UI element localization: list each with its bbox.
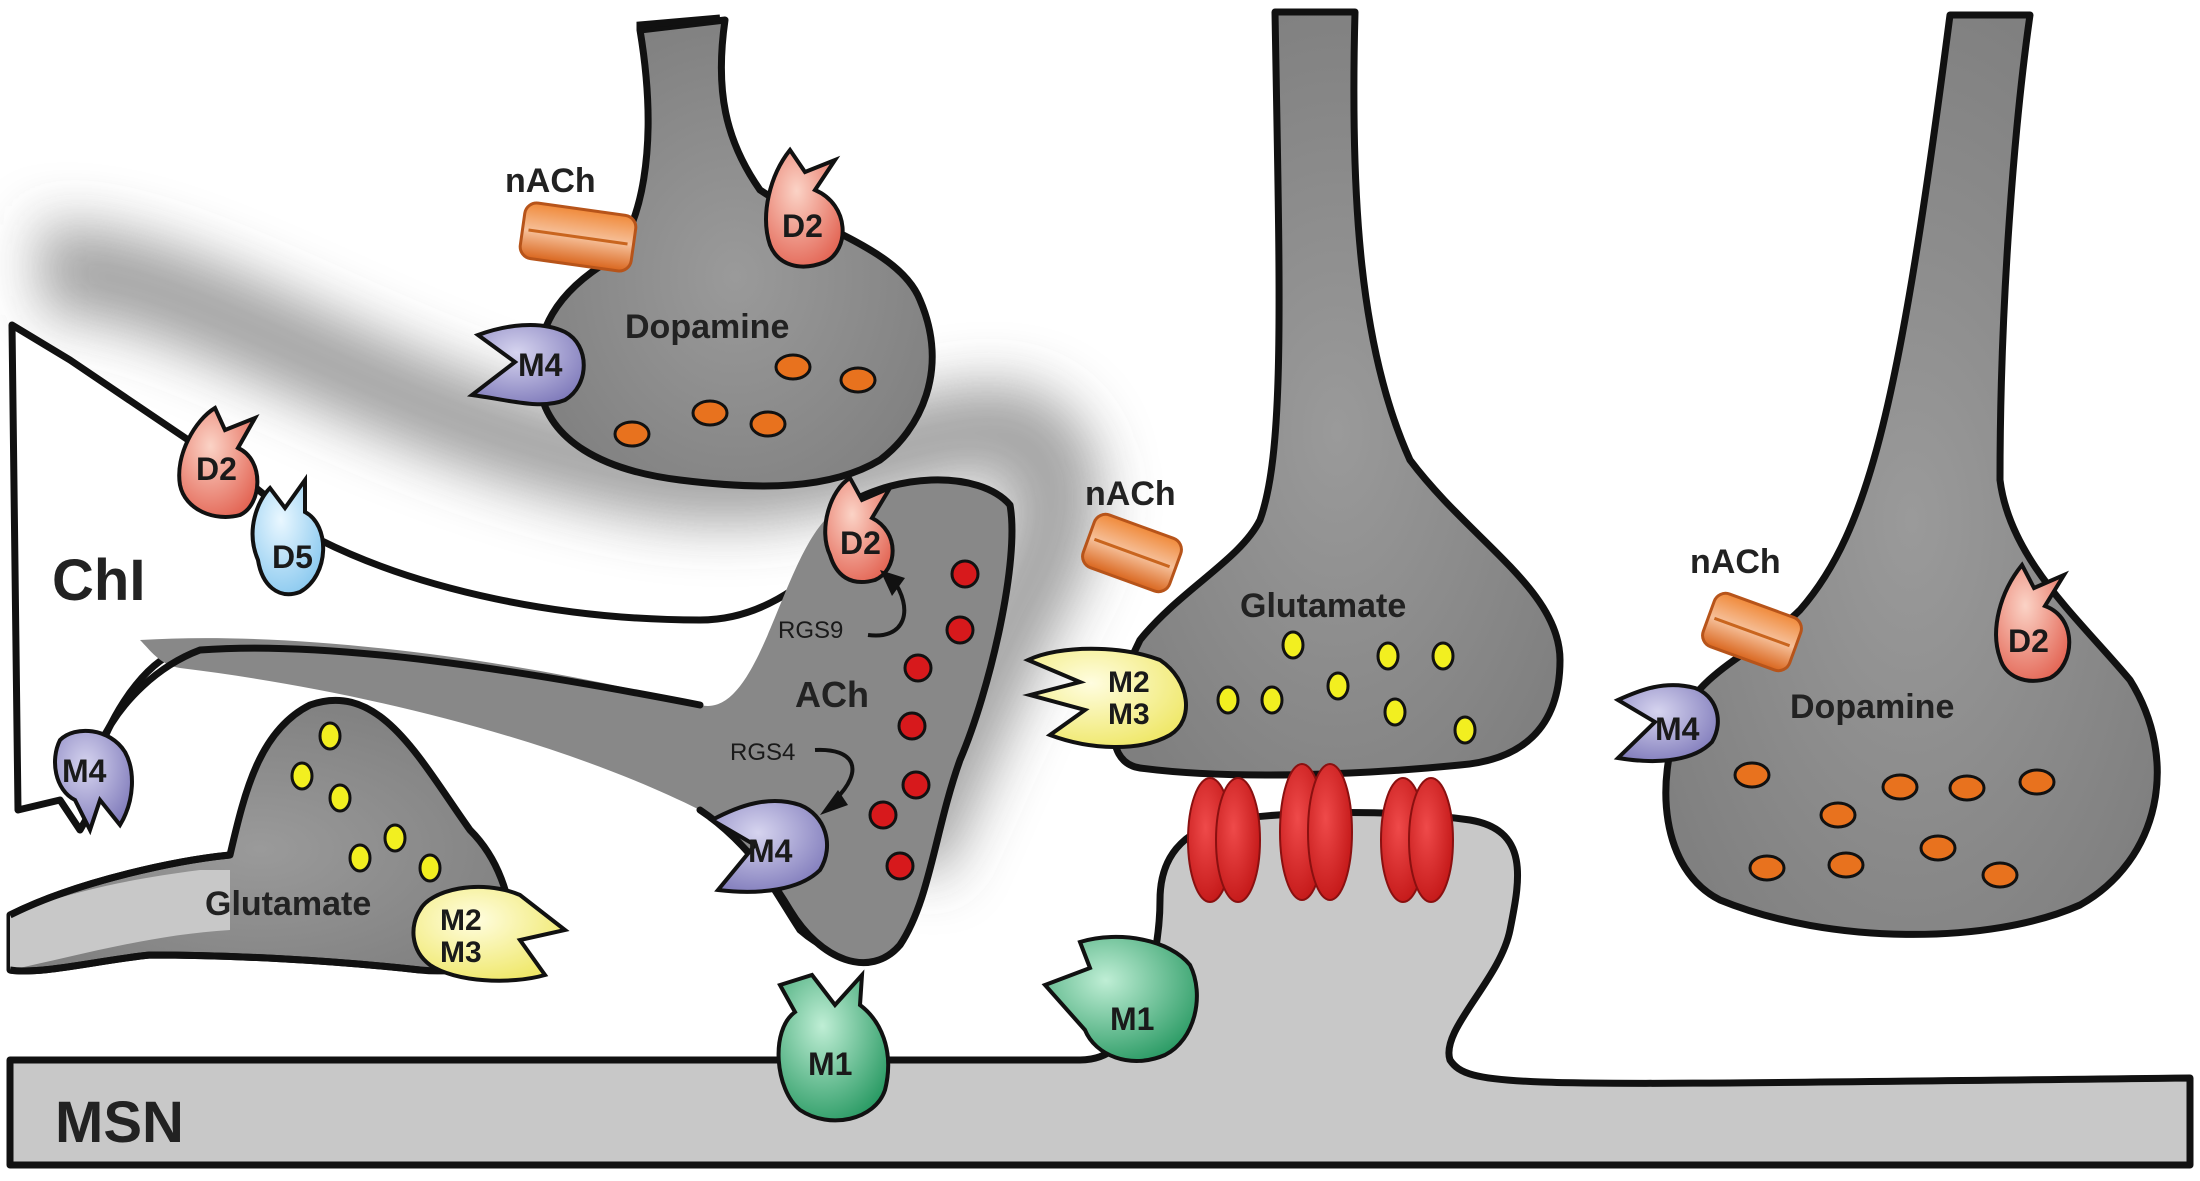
dopamine-vesicles-right (1733, 761, 2056, 889)
glutamate-vesicles-center (1216, 630, 1477, 745)
nach-channel-right (1701, 591, 1803, 673)
m1-receptor-spine: M1 (1041, 935, 1199, 1063)
m4-receptor-top: M4 (466, 322, 586, 407)
m2m3-receptor-left: M2 M3 (411, 884, 570, 983)
m4-top-label: M4 (518, 347, 563, 383)
postsynaptic-receptors (1187, 763, 1454, 903)
rgs4-arrow (814, 747, 855, 815)
chi-label: ChI (52, 548, 145, 613)
m4-chi-label: M4 (62, 753, 107, 789)
d5-receptor-chi: D5 (250, 473, 326, 597)
nach-channel-top (518, 201, 638, 273)
d2-chi-label: D2 (196, 451, 237, 487)
m4-receptor-right: M4 (1613, 683, 1720, 764)
m4-right-label: M4 (1655, 711, 1700, 747)
m2-left-label: M2 (440, 904, 482, 937)
d2-receptor-ach: D2 (823, 475, 895, 584)
m4-receptor-chi: M4 (53, 728, 134, 836)
d2-ach-label: D2 (840, 525, 881, 561)
dopamine-terminal-right (1662, 11, 2161, 938)
postsynaptic-receptor (1380, 777, 1454, 903)
m2-center-label: M2 (1108, 666, 1150, 699)
nach-center-label: nACh (1085, 475, 1176, 513)
glutamate-center-label: Glutamate (1240, 587, 1406, 625)
ach-terminal-outline (96, 476, 1016, 966)
postsynaptic-receptor (1279, 763, 1353, 901)
d2-receptor-top: D2 (764, 146, 845, 269)
ach-label: ACh (795, 674, 869, 715)
nach-channel-center (1081, 512, 1183, 594)
rgs9-label: RGS9 (778, 617, 843, 644)
dopamine-top-label: Dopamine (625, 308, 789, 346)
m4-ach-label: M4 (748, 833, 793, 869)
m1-spine-label: M1 (1110, 1001, 1154, 1037)
msn-label: MSN (55, 1090, 184, 1155)
glutamate-left-label: Glutamate (205, 885, 371, 923)
glutamate-vesicles-left (290, 721, 442, 883)
d2-receptor-right: D2 (1994, 561, 2072, 683)
m2m3-receptor-center: M2 M3 (1022, 646, 1188, 749)
nach-top-label: nACh (505, 162, 596, 200)
m3-center-label: M3 (1108, 698, 1150, 731)
ach-vesicles (868, 559, 980, 881)
rgs9-arrow (867, 570, 907, 638)
postsynaptic-receptor (1187, 777, 1261, 903)
rgs4-label: RGS4 (730, 739, 795, 766)
m3-left-label: M3 (440, 936, 482, 969)
m4-receptor-ach: M4 (707, 798, 830, 894)
d2-right-label: D2 (2008, 623, 2049, 659)
d2-receptor-chi: D2 (177, 405, 260, 519)
dopamine-right-label: Dopamine (1790, 688, 1954, 726)
m1-receptor-msn: M1 (776, 969, 891, 1123)
d2-top-label: D2 (782, 208, 823, 244)
d5-chi-label: D5 (272, 539, 313, 575)
dopamine-vesicles-top (613, 353, 877, 448)
m1-msn-label: M1 (808, 1046, 852, 1082)
glutamate-terminal-center (1110, 8, 1564, 779)
nach-right-label: nACh (1690, 543, 1781, 581)
